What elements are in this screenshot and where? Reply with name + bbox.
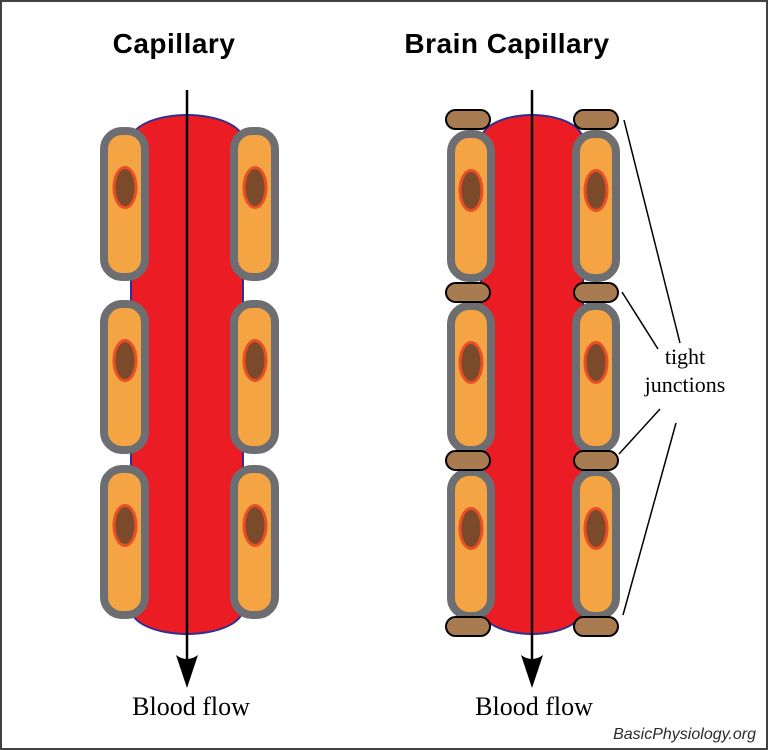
tight-junctions-label: tight junctions — [626, 343, 744, 399]
cell-nucleus — [583, 341, 609, 384]
brain-capillary-lumen — [480, 114, 584, 635]
cell-nucleus — [242, 504, 267, 547]
blood-flow-label-right: Blood flow — [475, 692, 593, 721]
credit-text: BasicPhysiology.org — [613, 726, 756, 743]
tight-junction — [573, 616, 619, 637]
capillary-lumen — [130, 114, 244, 635]
tight-junctions-label-line2: junctions — [644, 372, 726, 397]
cell-nucleus — [583, 507, 609, 550]
cell-nucleus — [583, 169, 609, 212]
panel-title-capillary: Capillary — [112, 28, 236, 59]
tight-junction — [573, 109, 619, 130]
tight-junctions-label-line1: tight — [664, 344, 706, 369]
tight-junction — [445, 109, 491, 130]
cell-nucleus — [242, 339, 267, 382]
cell-nucleus — [242, 166, 267, 209]
panel-title-brain-capillary: Brain Capillary — [404, 28, 610, 59]
blood-flow-label-left: Blood flow — [132, 692, 250, 721]
